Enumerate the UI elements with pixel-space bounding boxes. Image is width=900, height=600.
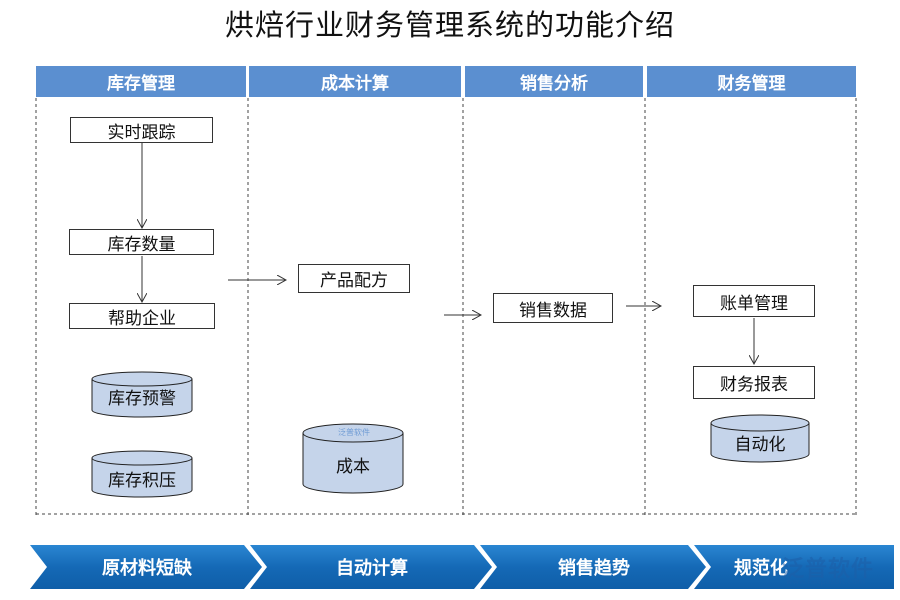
bottom-chevron-band <box>30 545 894 589</box>
brand-watermark-url: www.fanpusoft.com <box>786 577 865 586</box>
column-header-cost: 成本计算 <box>249 66 461 97</box>
node-sales-data: 销售数据 <box>493 293 613 323</box>
node-financial-report: 财务报表 <box>693 366 815 399</box>
page-title: 烘焙行业财务管理系统的功能介绍 <box>224 8 675 42</box>
column-header-sales: 销售分析 <box>465 66 643 97</box>
band-label-auto-calc: 自动计算 <box>336 558 408 579</box>
cylinder-label-automation: 自动化 <box>734 435 786 455</box>
band-label-shortage: 原材料短缺 <box>102 558 192 579</box>
cylinder-label-cost: 成本 <box>336 457 370 477</box>
cylinder-watermark: 泛普软件 <box>338 428 370 437</box>
cylinder-cost <box>302 423 404 494</box>
node-product-recipe: 产品配方 <box>298 264 410 293</box>
dashed-frame <box>35 98 857 518</box>
node-realtime-tracking: 实时跟踪 <box>70 117 213 143</box>
cylinder-label-warning: 库存预警 <box>108 389 176 409</box>
cylinder-automation <box>710 414 810 463</box>
node-inventory-quantity: 库存数量 <box>69 229 214 255</box>
column-header-finance: 财务管理 <box>647 66 856 97</box>
cylinder-label-overstock: 库存积压 <box>108 471 176 491</box>
band-label-standardization: 规范化 <box>734 558 788 579</box>
band-label-sales-trend: 销售趋势 <box>558 558 630 579</box>
node-help-enterprise: 帮助企业 <box>69 303 215 329</box>
cylinder-overstock <box>91 450 193 498</box>
column-header-inventory: 库存管理 <box>36 66 246 97</box>
node-bill-management: 账单管理 <box>693 285 815 317</box>
brand-watermark: 泛普软件 <box>782 557 875 582</box>
cylinder-warning <box>91 371 193 418</box>
